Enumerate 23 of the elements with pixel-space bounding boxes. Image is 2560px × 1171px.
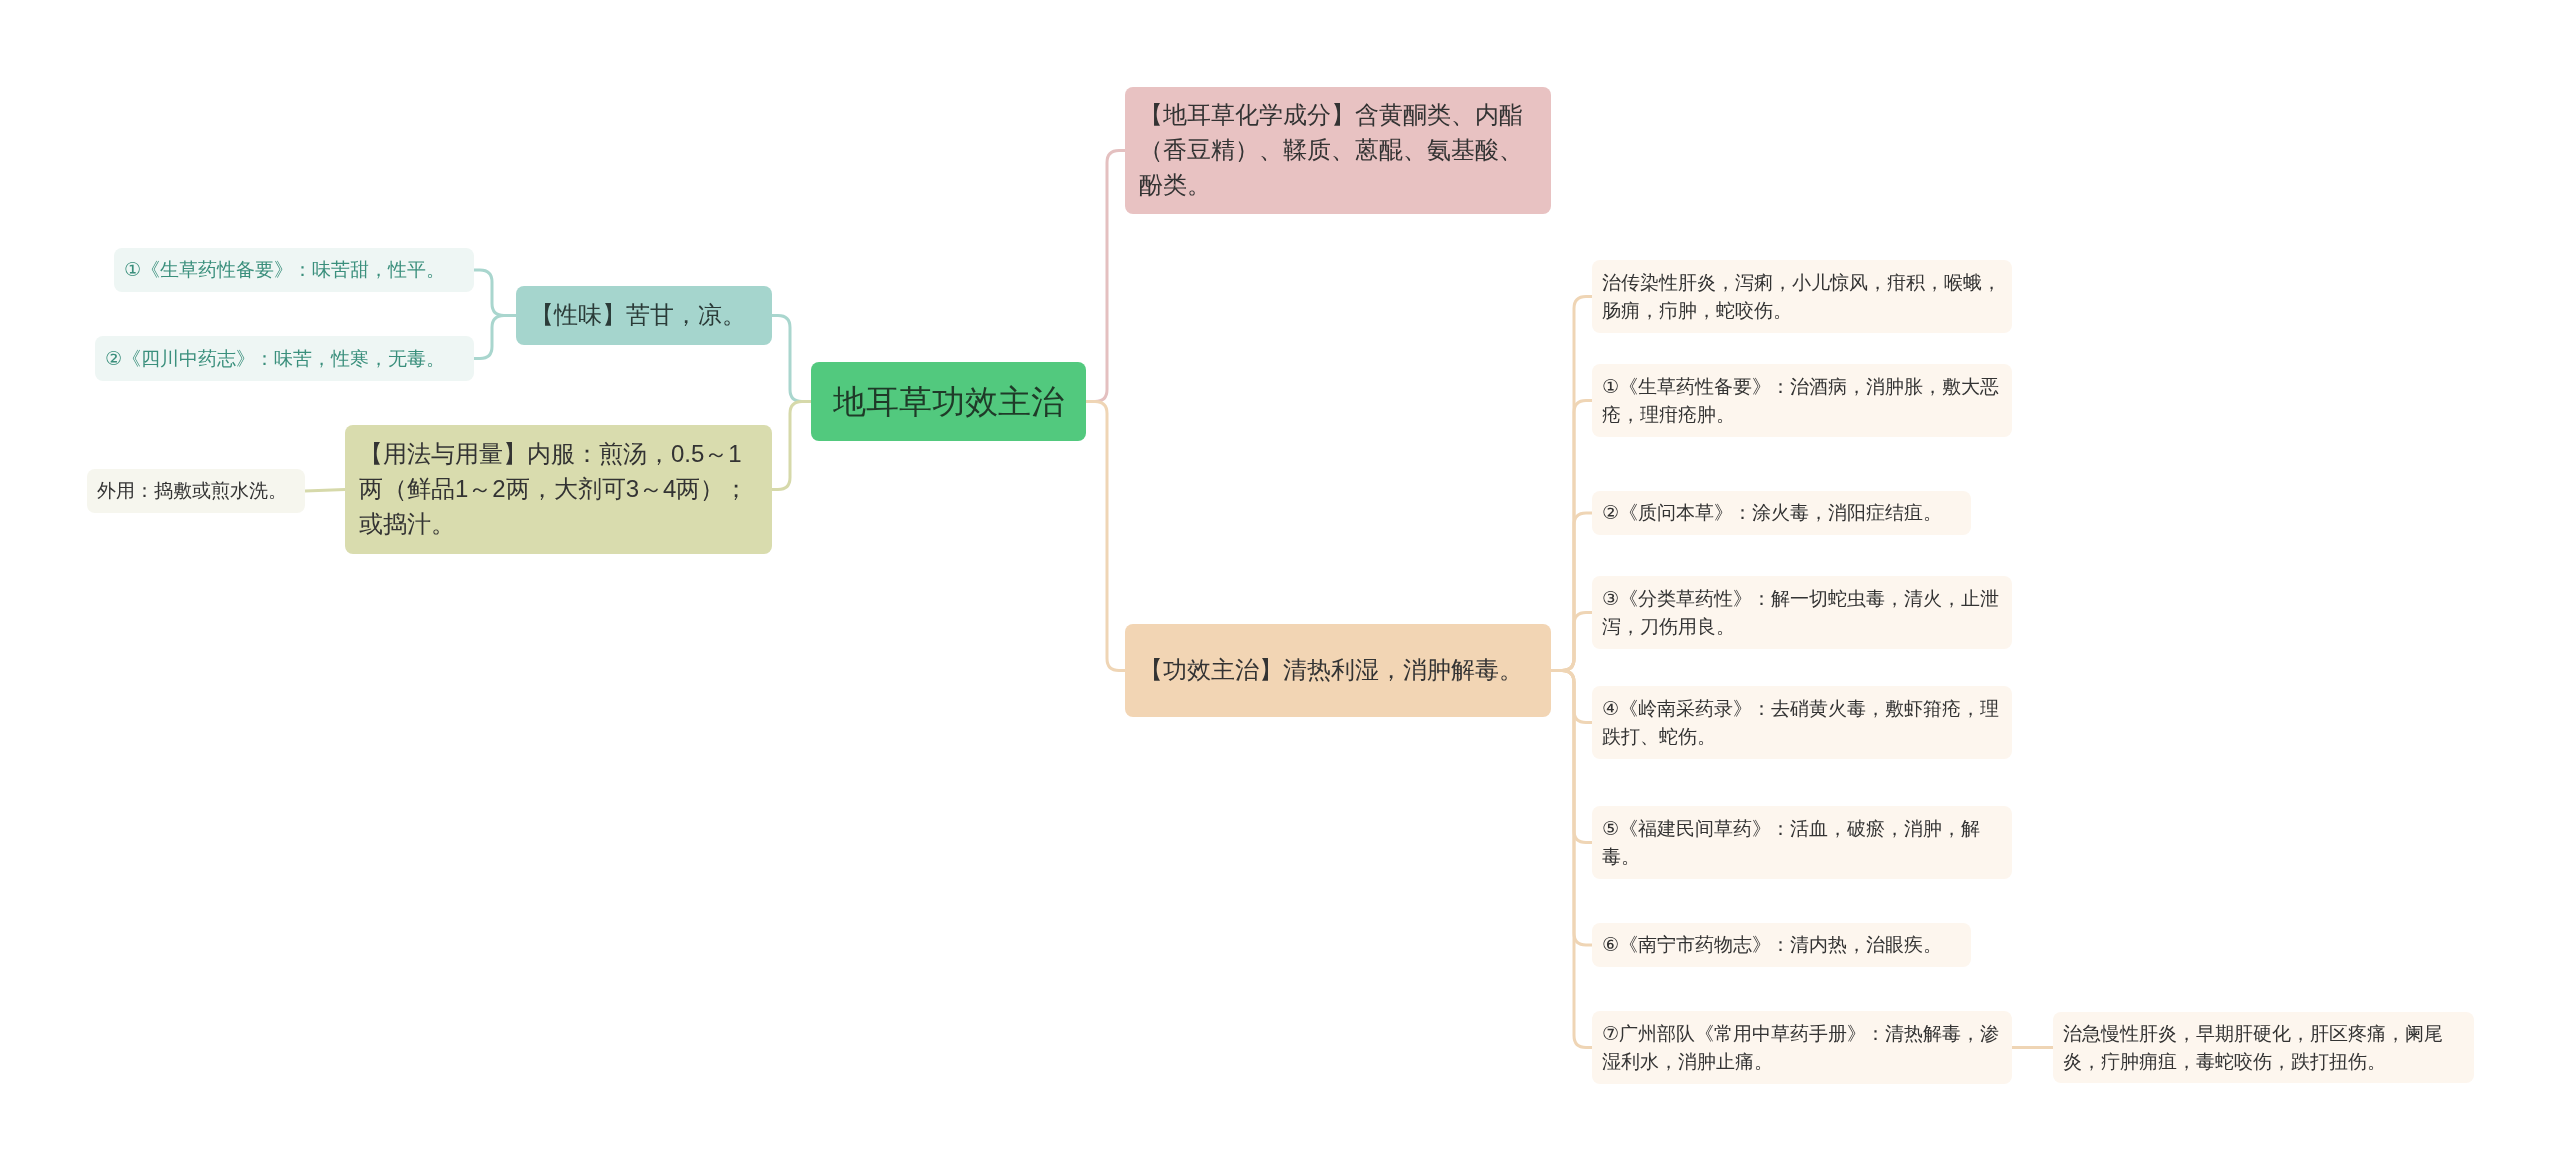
connector-line <box>474 314 516 360</box>
subtopic-box: ④《岭南采药录》：去硝黄火毒，敷虾箝疮，理跌打、蛇伤。 <box>1592 686 2012 759</box>
subtopic-box: ①《生草药性备要》：味苦甜，性平。 <box>114 248 474 292</box>
subtopic-box: ②《四川中药志》：味苦，性寒，无毒。 <box>95 336 474 381</box>
connector-line <box>2012 1046 2053 1049</box>
subtopic-box: ⑥《南宁市药物志》：清内热，治眼疾。 <box>1592 923 1971 967</box>
connector-line <box>1551 669 1592 1049</box>
topic-box: 【用法与用量】内服：煎汤，0.5～1两（鲜品1～2两，大剂可3～4两）；或捣汁。 <box>345 425 772 554</box>
root-topic-box: 地耳草功效主治 <box>811 362 1086 441</box>
subtopic-box: ⑤《福建民间草药》：活血，破瘀，消肿，解毒。 <box>1592 806 2012 879</box>
subtopic-box: ⑦广州部队《常用中草药手册》：清热解毒，渗湿利水，消肿止痛。 <box>1592 1011 2012 1084</box>
connector-line <box>1086 400 1125 672</box>
subtopic-box: ①《生草药性备要》：治酒病，消肿胀，敷大恶疮，理疳疮肿。 <box>1592 364 2012 437</box>
subtopic-box: 外用：捣敷或煎水洗。 <box>87 469 305 513</box>
topic-box: 【功效主治】清热利湿，消肿解毒。 <box>1125 624 1551 717</box>
connector-line <box>772 400 811 491</box>
subtopic-box: ②《质问本草》：涂火毒，消阳症结疽。 <box>1592 491 1971 535</box>
subtopic-box: 治传染性肝炎，泻痢，小儿惊风，疳积，喉蛾，肠痈，疖肿，蛇咬伤。 <box>1592 260 2012 333</box>
subtopic-box: ③《分类草药性》：解一切蛇虫毒，清火，止泄泻，刀伤用良。 <box>1592 576 2012 649</box>
connector-line <box>304 488 346 493</box>
topic-box: 【地耳草化学成分】含黄酮类、内酯（香豆精）、鞣质、蒽醌、氨基酸、酚类。 <box>1125 87 1551 214</box>
topic-box: 【性味】苦甘，凉。 <box>516 286 772 345</box>
subtopic-box: 治急慢性肝炎，早期肝硬化，肝区疼痛，阑尾炎，疔肿痈疽，毒蛇咬伤，跌打扭伤。 <box>2053 1012 2474 1083</box>
